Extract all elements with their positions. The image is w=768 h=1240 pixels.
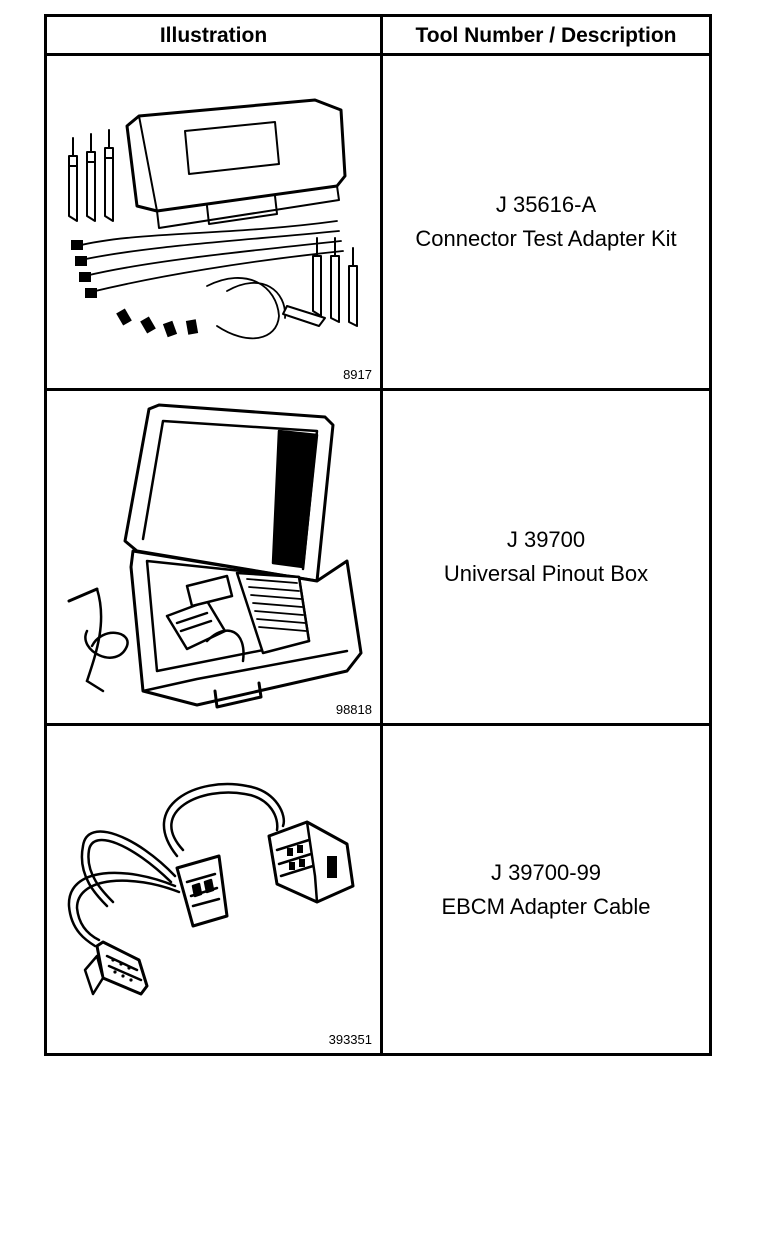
illustration-cell: 393351 [47, 726, 380, 1053]
column-divider [380, 17, 383, 1053]
description-cell: J 35616-A Connector Test Adapter Kit [383, 56, 709, 388]
description-cell: J 39700 Universal Pinout Box [383, 391, 709, 723]
header-tool-description: Tool Number / Description [415, 24, 677, 47]
description-cell: J 39700-99 EBCM Adapter Cable [383, 726, 709, 1053]
header-divider [47, 53, 709, 56]
figure-number: 393351 [328, 1032, 372, 1047]
universal-pinout-box-illustration [67, 403, 363, 709]
tool-table: Illustration Tool Number / Description [44, 14, 712, 1056]
tool-number: J 39700 [506, 527, 586, 552]
ebcm-adapter-cable-illustration [67, 782, 355, 996]
illustration-cell: 8917 [47, 56, 380, 388]
figure-number: 8917 [343, 367, 372, 382]
header-illustration: Illustration [159, 24, 268, 47]
connector-test-adapter-kit-illustration [68, 98, 358, 340]
tool-description: Connector Test Adapter Kit [415, 226, 677, 251]
tool-description: EBCM Adapter Cable [441, 893, 651, 919]
figure-number: 98818 [335, 702, 372, 717]
illustration-cell: 98818 [47, 391, 380, 723]
tool-number: J 35616-A [495, 192, 597, 217]
row-divider [47, 388, 709, 391]
tool-number: J 39700-99 [490, 859, 602, 885]
row-divider [47, 723, 709, 726]
tool-description: Universal Pinout Box [443, 561, 649, 586]
